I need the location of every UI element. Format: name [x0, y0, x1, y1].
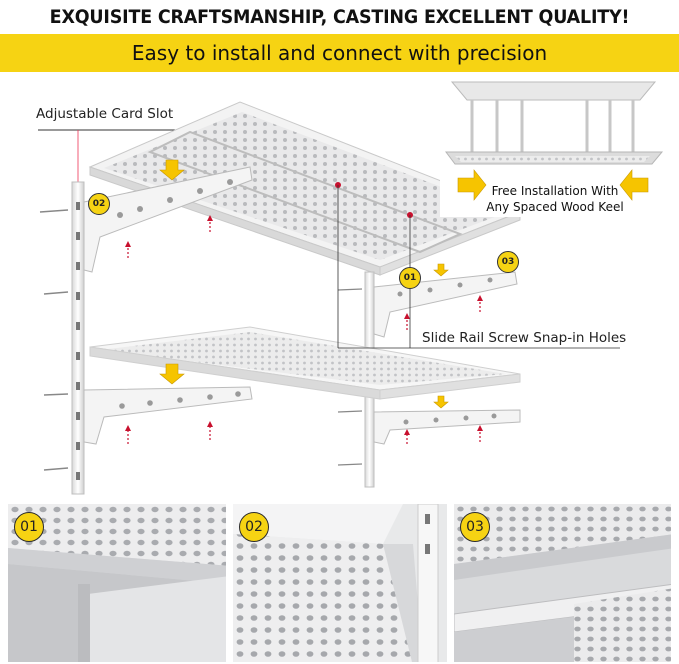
card-slot-callout: Adjustable Card Slot [36, 106, 174, 122]
photo-number-02: 02 [239, 512, 269, 542]
shelf-assembly-illustration [38, 77, 665, 495]
screw-holes-callout: Slide Rail Screw Snap-in Holes [422, 330, 627, 346]
marker-01: 01 [399, 267, 421, 289]
detail-photo-03-image [454, 504, 671, 662]
install-callout-line2: Any Spaced Wood Keel [486, 200, 624, 214]
photo-number-03: 03 [460, 512, 490, 542]
install-callout-line1: Free Installation With [491, 184, 619, 198]
page-headline: EXQUISITE CRAFTSMANSHIP, CASTING EXCELLE… [49, 6, 630, 28]
detail-photo-01-image [8, 504, 226, 662]
detail-photo-02: 02 [231, 502, 449, 664]
detail-photo-01: 01 [6, 502, 228, 664]
marker-03: 03 [497, 251, 519, 273]
photo-number-01: 01 [14, 512, 44, 542]
install-callout: Free Installation With Any Spaced Wood K… [480, 183, 630, 215]
detail-photo-02-image [233, 504, 447, 662]
detail-photo-03: 03 [452, 502, 673, 664]
marker-02: 02 [88, 193, 110, 215]
subtitle-banner: Easy to install and connect with precisi… [0, 34, 679, 72]
